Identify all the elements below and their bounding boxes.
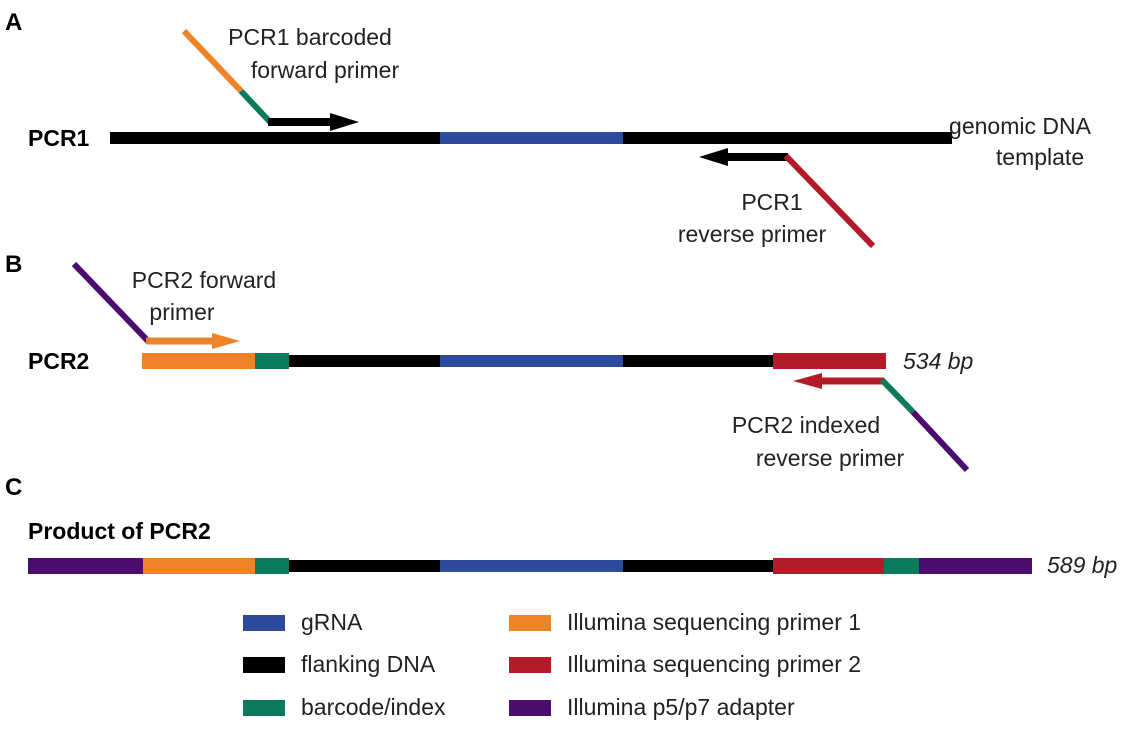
legend-swatch-flanking (243, 657, 285, 673)
product-flank-right (623, 560, 773, 572)
legend-label-flanking: flanking DNA (301, 651, 436, 677)
legend-label-adapter: Illumina p5/p7 adapter (567, 694, 795, 720)
pcr1-fwd-arrow-head (330, 113, 359, 131)
pcr1-rev-arrow-head (699, 148, 728, 166)
pcr1-rev-tail (783, 153, 876, 249)
product-flank-left (289, 560, 440, 572)
pcr1-fwd-barcode (238, 88, 273, 125)
product-seq-primer-2 (773, 558, 884, 574)
legend-swatch-barcode (243, 700, 285, 716)
pcr2-template-strand (142, 353, 886, 369)
panel-label-c: C (5, 474, 23, 501)
legend-label-barcode: barcode/index (301, 694, 446, 720)
pcr2-seq-primer-2 (773, 353, 886, 369)
pcr2-size-label: 534 bp (903, 348, 974, 374)
legend-label-grna: gRNA (301, 609, 363, 635)
pcr2-rev-arrow-head (793, 373, 822, 389)
product-title: Product of PCR2 (28, 518, 211, 544)
template-label-line2: template (995, 144, 1085, 170)
product-adapter-left (28, 558, 143, 574)
pcr2-row-label: PCR2 (28, 348, 90, 374)
panel-label-a: A (5, 9, 23, 36)
pcr1-reverse-primer-label-line1: PCR1 (741, 189, 803, 215)
pcr1-reverse-primer-label-line2: reverse primer (677, 221, 827, 247)
pcr2-fwd-arrow-head (212, 333, 240, 349)
pcr2-rev-adapter-tail (910, 409, 970, 473)
product-index-right (884, 558, 919, 574)
pcr2-flank-right (623, 355, 773, 367)
pcr2-forward-primer-label-line2: primer (149, 299, 215, 325)
pcr2-seq-primer-1 (142, 353, 255, 369)
product-grna (440, 560, 623, 572)
pcr1-flank-left (110, 132, 440, 144)
pcr2-flank-left (289, 355, 440, 367)
product-size-label: 589 bp (1047, 552, 1118, 578)
pcr1-forward-primer-label-line2: forward primer (250, 57, 400, 83)
pcr1-flank-right (623, 132, 952, 144)
pcr1-forward-primer (181, 28, 359, 131)
panel-label-b: B (5, 251, 23, 278)
pcr1-reverse-primer (699, 148, 876, 249)
product-barcode-left (255, 558, 289, 574)
legend-swatch-seq-primer-1 (509, 615, 551, 631)
pcr2-fwd-adapter-tail (71, 261, 151, 344)
template-label-line1: genomic DNA (949, 113, 1091, 139)
legend-swatch-seq-primer-2 (509, 657, 551, 673)
legend-swatch-grna (243, 615, 285, 631)
pcr2-forward-primer-label-line1: PCR2 forward (131, 267, 277, 293)
legend-swatch-adapter (509, 700, 551, 716)
legend-label-seq-primer-1: Illumina sequencing primer 1 (567, 609, 862, 635)
pcr2-reverse-primer (793, 373, 970, 473)
pcr1-template-strand (110, 132, 952, 144)
product-seq-primer-1 (143, 558, 255, 574)
pcr2-barcode (255, 353, 289, 369)
product-adapter-right (919, 558, 1032, 574)
pcr2-reverse-primer-label-line1: PCR2 indexed (731, 412, 881, 438)
pcr1-row-label: PCR1 (28, 125, 90, 151)
pcr2-rev-index (879, 377, 916, 415)
legend-label-seq-primer-2: Illumina sequencing primer 2 (567, 651, 862, 677)
pcr1-grna (440, 132, 623, 144)
pcr1-fwd-illumina-tail (181, 28, 244, 94)
pcr1-forward-primer-label-line1: PCR1 barcoded (228, 24, 392, 50)
pcr2-forward-primer (71, 261, 240, 349)
pcr2-grna (440, 355, 623, 367)
pcr2-reverse-primer-label-line2: reverse primer (755, 445, 905, 471)
product-strand (28, 558, 1032, 574)
